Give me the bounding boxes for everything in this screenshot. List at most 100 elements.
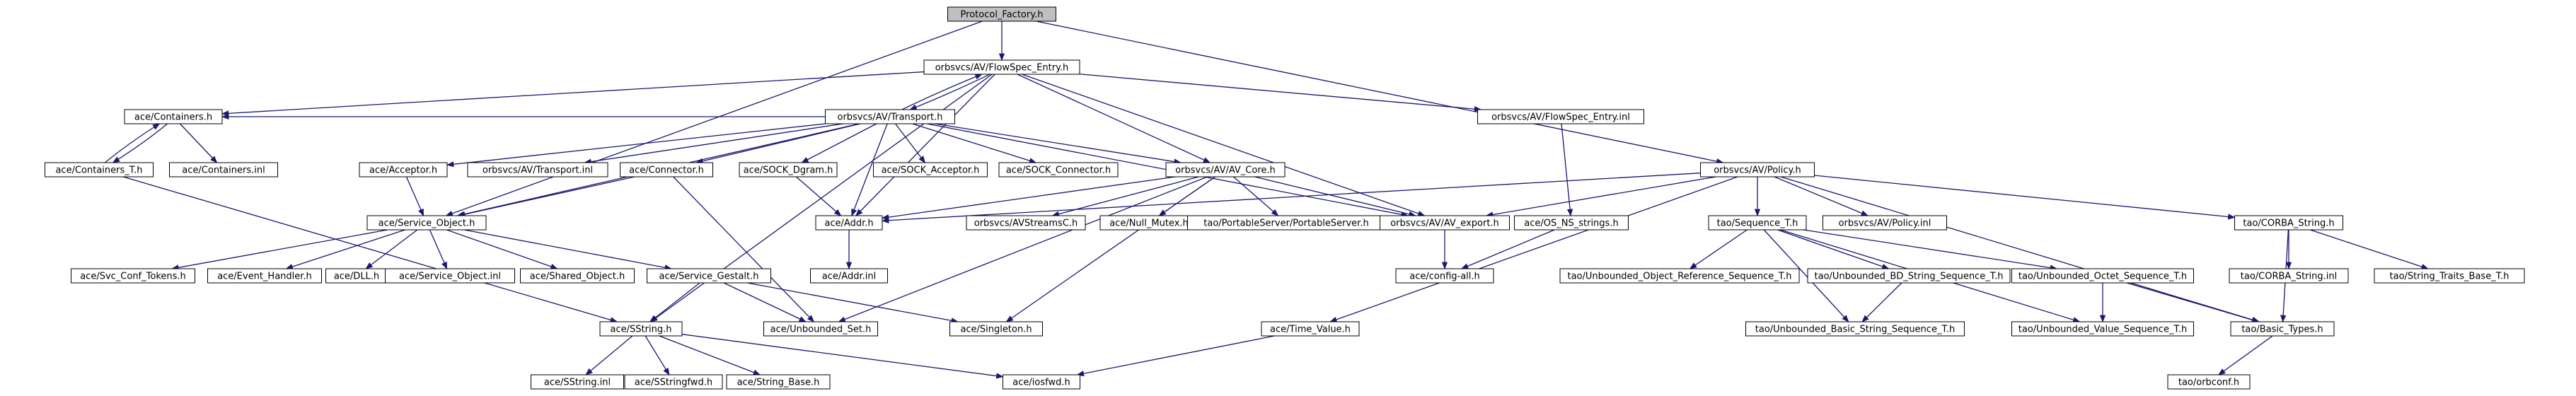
node-sock-acceptor[interactable]: ace/SOCK_Acceptor.h bbox=[873, 162, 988, 177]
node-label: ace/Event_Handler.h bbox=[217, 272, 312, 282]
node-label: tao/Unbounded_Octet_Sequence_T.h bbox=[2018, 272, 2187, 282]
node-unb-obj-ref-seq[interactable]: tao/Unbounded_Object_Reference_Sequence_… bbox=[1559, 268, 1800, 284]
edge-containers-h-to-containers-inl bbox=[179, 123, 218, 163]
node-box bbox=[947, 6, 1056, 22]
node-policy-inl[interactable]: orbsvcs/AV/Policy.inl bbox=[1823, 215, 1947, 231]
edge-transport-h-to-addr-h bbox=[851, 123, 888, 216]
node-transport-inl[interactable]: orbsvcs/AV/Transport.inl bbox=[467, 162, 608, 177]
node-service-object-inl[interactable]: ace/Service_Object.inl bbox=[385, 268, 515, 284]
node-box bbox=[2229, 268, 2349, 284]
node-box bbox=[1395, 268, 1494, 284]
edge-flowspec-entry-to-containers-h bbox=[221, 71, 925, 117]
node-label: orbsvcs/AV/Transport.h bbox=[837, 112, 942, 123]
edge-flowspec-entry-to-av-core bbox=[1017, 74, 1211, 163]
edge-transport-h-to-sock-dgram bbox=[801, 123, 877, 163]
node-unb-value-seq[interactable]: tao/Unbounded_Value_Sequence_T.h bbox=[2011, 321, 2194, 337]
node-unb-basic-string-seq[interactable]: tao/Unbounded_Basic_String_Sequence_T.h bbox=[1745, 321, 1965, 337]
node-containers-t[interactable]: ace/Containers_T.h bbox=[45, 162, 154, 177]
node-sstringfwd[interactable]: ace/SStringfwd.h bbox=[624, 374, 723, 390]
node-sock-dgram[interactable]: ace/SOCK_Dgram.h bbox=[739, 162, 838, 177]
node-time-value[interactable]: ace/Time_Value.h bbox=[1261, 321, 1360, 337]
node-transport-h[interactable]: orbsvcs/AV/Transport.h bbox=[825, 109, 955, 124]
node-dll-h[interactable]: ace/DLL.h bbox=[325, 268, 388, 284]
node-acceptor-h[interactable]: ace/Acceptor.h bbox=[359, 162, 448, 177]
node-string-base[interactable]: ace/String_Base.h bbox=[726, 374, 831, 390]
node-sstring-h[interactable]: ace/SString.h bbox=[599, 321, 683, 337]
node-flowspec-entry[interactable]: orbsvcs/AV/FlowSpec_Entry.h bbox=[923, 59, 1080, 75]
node-addr-inl[interactable]: ace/Addr.inl bbox=[810, 268, 888, 284]
edge-protocol-factory-to-policy-h bbox=[1036, 21, 1724, 165]
edge-flowspec-inl-to-os-ns-strings bbox=[1561, 123, 1573, 217]
edge-av-core-to-av-export bbox=[1254, 176, 1416, 217]
node-label: ace/SString.inl bbox=[544, 378, 611, 388]
node-addr-h[interactable]: ace/Addr.h bbox=[815, 215, 883, 231]
node-unb-octet-seq[interactable]: tao/Unbounded_Octet_Sequence_T.h bbox=[2011, 268, 2194, 284]
node-label: ace/Service_Gestalt.h bbox=[659, 272, 758, 282]
node-orbconf[interactable]: tao/orbconf.h bbox=[2167, 374, 2251, 390]
edge-sequence-t-to-unb-basic-string-seq bbox=[1763, 229, 1849, 322]
edge-policy-h-to-corba-string bbox=[1814, 175, 2236, 220]
node-sstring-inl[interactable]: ace/SString.inl bbox=[531, 374, 624, 390]
node-event-handler[interactable]: ace/Event_Handler.h bbox=[207, 268, 322, 284]
node-null-mutex[interactable]: ace/Null_Mutex.h bbox=[1099, 215, 1199, 231]
node-config-all[interactable]: ace/config-all.h bbox=[1395, 268, 1494, 284]
node-label: ace/Shared_Object.h bbox=[530, 272, 625, 282]
node-box bbox=[2167, 374, 2251, 390]
node-box bbox=[385, 268, 515, 284]
edge-unb-octet-seq-to-basic-types bbox=[2126, 282, 2260, 323]
node-label: tao/PortableServer/PortableServer.h bbox=[1203, 219, 1368, 229]
node-label: ace/Addr.h bbox=[824, 219, 873, 229]
node-containers-h[interactable]: ace/Containers.h bbox=[124, 109, 223, 124]
node-containers-inl[interactable]: ace/Containers.inl bbox=[169, 162, 278, 177]
node-label: ace/iosfwd.h bbox=[1012, 378, 1070, 388]
node-os-ns-strings[interactable]: ace/OS_NS_strings.h bbox=[1514, 215, 1629, 231]
edge-service-object-to-shared-object bbox=[446, 229, 558, 269]
node-policy-h[interactable]: orbsvcs/AV/Policy.h bbox=[1700, 162, 1815, 177]
node-sequence-t[interactable]: tao/Sequence_T.h bbox=[1708, 215, 1807, 231]
edge-containers-t-to-containers-h bbox=[104, 123, 161, 163]
node-box bbox=[1823, 215, 1947, 231]
edge-sstring-h-to-sstringfwd bbox=[645, 335, 670, 375]
node-label: tao/CORBA_String.h bbox=[2243, 219, 2334, 229]
node-label: tao/Unbounded_BD_String_Sequence_T.h bbox=[1815, 272, 2004, 282]
edge-policy-h-to-av-export bbox=[1485, 176, 1716, 218]
node-iosfwd[interactable]: ace/iosfwd.h bbox=[1003, 374, 1080, 390]
node-portable-server[interactable]: tao/PortableServer/PortableServer.h bbox=[1187, 215, 1385, 231]
node-box bbox=[966, 215, 1086, 231]
edge-service-gestalt-to-sstring-h bbox=[649, 282, 700, 322]
edge-sequence-t-to-unb-bd-string-seq bbox=[1777, 229, 1890, 269]
node-label: ace/SString.h bbox=[611, 325, 672, 335]
node-service-gestalt[interactable]: ace/Service_Gestalt.h bbox=[647, 268, 771, 284]
nodes-layer: Protocol_Factory.h orbsvcs/AV/FlowSpec_En… bbox=[45, 6, 2525, 390]
node-protocol-factory[interactable]: Protocol_Factory.h bbox=[947, 6, 1056, 22]
node-label: orbsvcs/AV/AV_Core.h bbox=[1175, 165, 1276, 176]
node-label: ace/Null_Mutex.h bbox=[1109, 219, 1189, 229]
node-service-object[interactable]: ace/Service_Object.h bbox=[366, 215, 487, 231]
node-box bbox=[169, 162, 278, 177]
node-av-core[interactable]: orbsvcs/AV/AV_Core.h bbox=[1165, 162, 1286, 177]
node-unb-bd-string-seq[interactable]: tao/Unbounded_BD_String_Sequence_T.h bbox=[1807, 268, 2011, 284]
node-corba-string[interactable]: tao/CORBA_String.h bbox=[2234, 215, 2343, 231]
node-flowspec-inl[interactable]: orbsvcs/AV/FlowSpec_Entry.inl bbox=[1477, 109, 1644, 124]
node-corba-string-inl[interactable]: tao/CORBA_String.inl bbox=[2229, 268, 2349, 284]
node-svc-conf-tokens[interactable]: ace/Svc_Conf_Tokens.h bbox=[71, 268, 195, 284]
node-string-traits-base[interactable]: tao/String_Traits_Base_T.h bbox=[2374, 268, 2525, 284]
node-singleton-h[interactable]: ace/Singleton.h bbox=[949, 321, 1043, 337]
node-shared-object[interactable]: ace/Shared_Object.h bbox=[520, 268, 635, 284]
edge-sequence-t-to-unb-octet-seq bbox=[1803, 229, 2057, 271]
node-box bbox=[739, 162, 838, 177]
node-avstreamsc[interactable]: orbsvcs/AVStreamsC.h bbox=[966, 215, 1086, 231]
node-connector-h[interactable]: ace/Connector.h bbox=[620, 162, 713, 177]
node-label: ace/Unbounded_Set.h bbox=[770, 325, 872, 335]
node-label: tao/Unbounded_Basic_String_Sequence_T.h bbox=[1755, 325, 1955, 335]
node-label: tao/Sequence_T.h bbox=[1717, 219, 1798, 229]
edge-protocol-factory-to-service-object bbox=[445, 21, 983, 216]
node-av-export[interactable]: orbsvcs/AV/AV_export.h bbox=[1380, 215, 1510, 231]
node-unbounded-set[interactable]: ace/Unbounded_Set.h bbox=[763, 321, 878, 337]
node-box bbox=[620, 162, 713, 177]
node-basic-types[interactable]: tao/Basic_Types.h bbox=[2230, 321, 2335, 337]
node-box bbox=[998, 162, 1119, 177]
node-sock-connector[interactable]: ace/SOCK_Connector.h bbox=[998, 162, 1119, 177]
